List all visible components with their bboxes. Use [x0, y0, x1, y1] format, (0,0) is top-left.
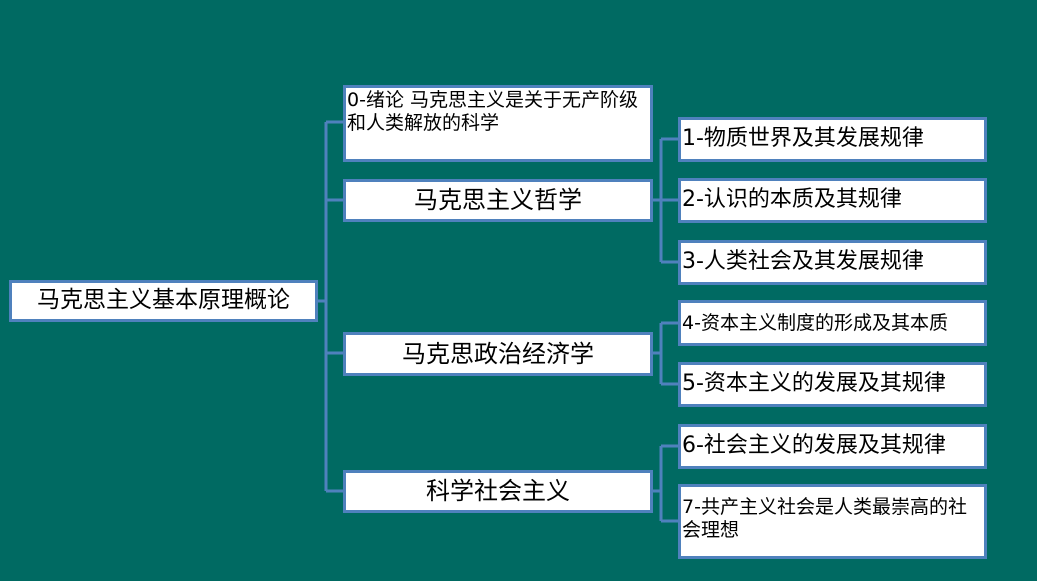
- branch-introduction[interactable]: 0-绪论 马克思主义是关于无产阶级和人类解放的科学: [343, 85, 653, 162]
- branch-introduction-label: 0-绪论 马克思主义是关于无产阶级和人类解放的科学: [347, 89, 638, 134]
- leaf-chapter-2[interactable]: 2-认识的本质及其规律: [678, 178, 987, 223]
- leaf-chapter-6[interactable]: 6-社会主义的发展及其规律: [678, 424, 987, 469]
- branch-philosophy-label: 马克思主义哲学: [414, 186, 582, 215]
- leaf-chapter-3[interactable]: 3-人类社会及其发展规律: [678, 240, 987, 285]
- leaf-chapter-5-label: 5-资本主义的发展及其规律: [682, 371, 946, 397]
- leaf-chapter-4-label: 4-资本主义制度的形成及其本质: [682, 311, 948, 334]
- connector-group-economy: [652, 321, 680, 386]
- branch-philosophy[interactable]: 马克思主义哲学: [343, 179, 653, 222]
- branch-political-economy[interactable]: 马克思政治经济学: [343, 332, 653, 376]
- connector-group-philosophy: [652, 137, 680, 264]
- branch-scientific-socialism[interactable]: 科学社会主义: [343, 470, 653, 513]
- connector-group-socialism: [652, 444, 680, 523]
- connector-root-trunk: [318, 122, 328, 491]
- leaf-chapter-1-label: 1-物质世界及其发展规律: [682, 126, 924, 152]
- leaf-chapter-2-label: 2-认识的本质及其规律: [682, 187, 902, 213]
- root-node[interactable]: 马克思主义基本原理概论: [9, 280, 318, 322]
- root-label: 马克思主义基本原理概论: [37, 287, 290, 314]
- leaf-chapter-4[interactable]: 4-资本主义制度的形成及其本质: [678, 300, 987, 346]
- leaf-chapter-7[interactable]: 7-共产主义社会是人类最崇高的社会理想: [678, 484, 987, 559]
- branch-scientific-socialism-label: 科学社会主义: [426, 477, 570, 506]
- leaf-chapter-1[interactable]: 1-物质世界及其发展规律: [678, 117, 987, 162]
- branch-political-economy-label: 马克思政治经济学: [402, 339, 594, 368]
- leaf-chapter-6-label: 6-社会主义的发展及其规律: [682, 433, 946, 459]
- leaf-chapter-5[interactable]: 5-资本主义的发展及其规律: [678, 362, 987, 407]
- leaf-chapter-3-label: 3-人类社会及其发展规律: [682, 249, 924, 275]
- leaf-chapter-7-label: 7-共产主义社会是人类最崇高的社会理想: [682, 496, 967, 541]
